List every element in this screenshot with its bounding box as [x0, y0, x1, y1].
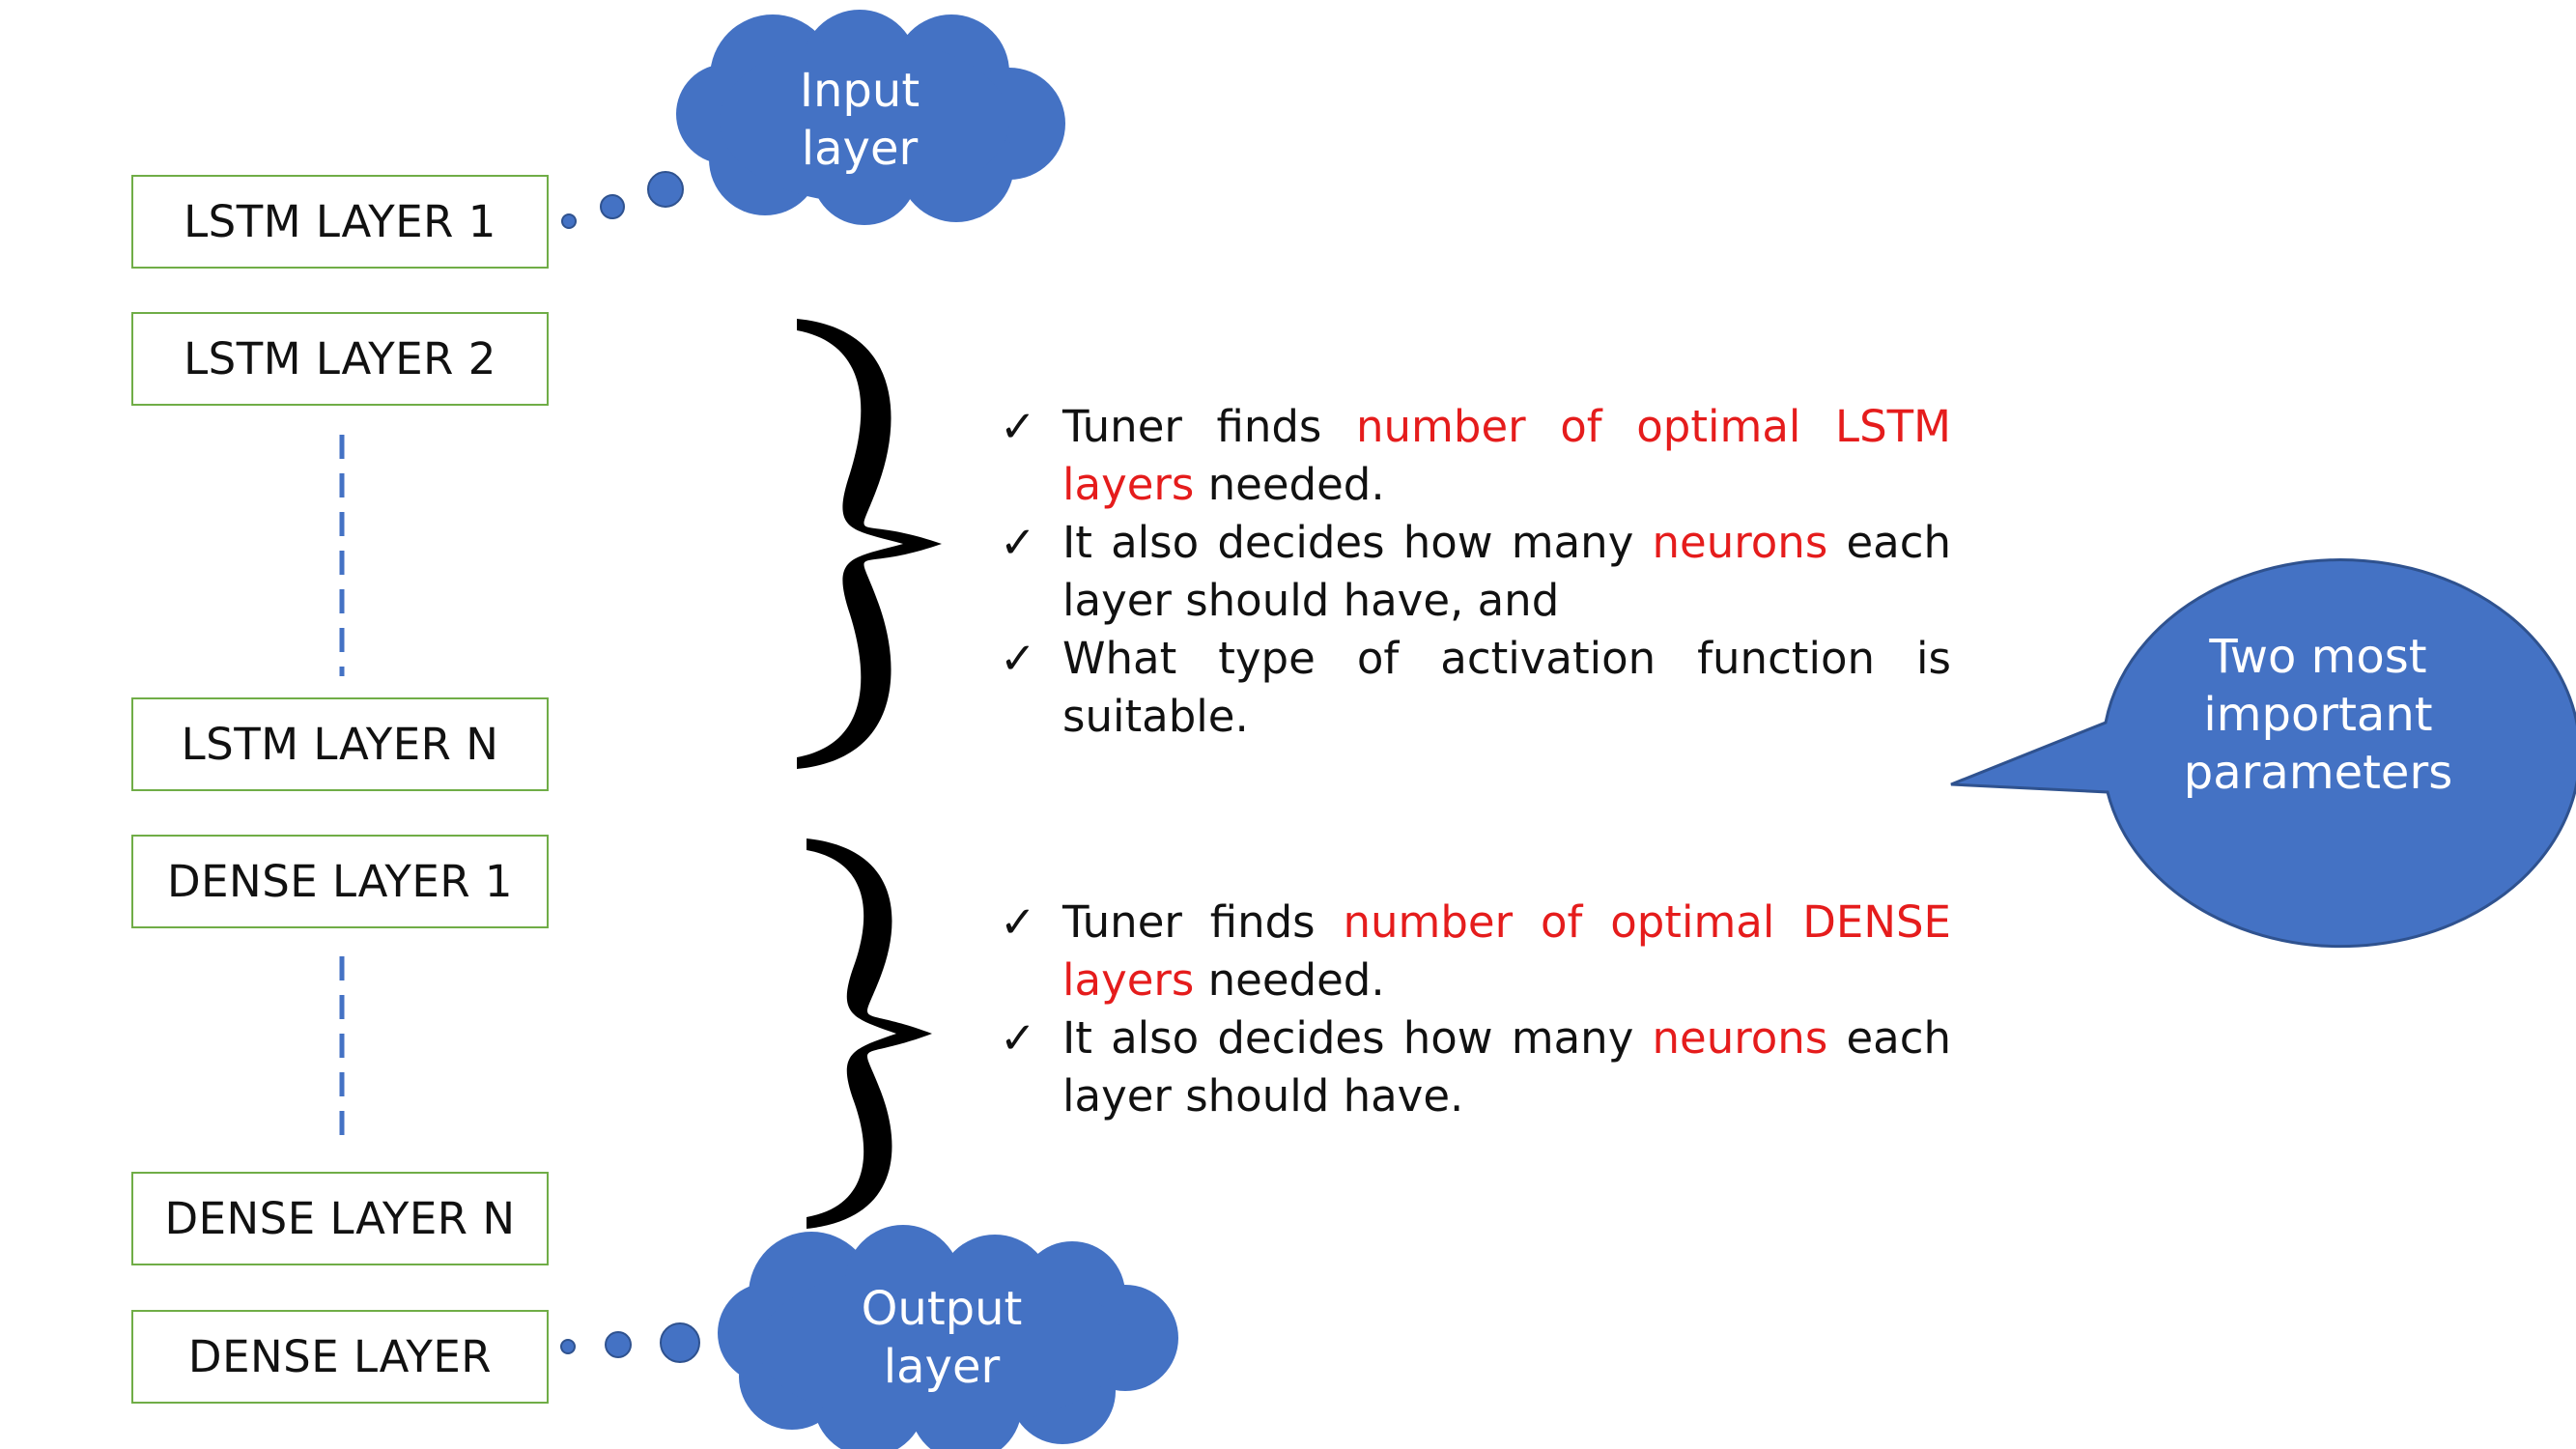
output-cloud-shape: [718, 1225, 1178, 1449]
bullet-text-pre: Tuner finds: [1062, 401, 1357, 452]
layer-box-dense-n: DENSE LAYER N: [131, 1172, 549, 1265]
input-cloud-line-1: Input: [799, 64, 920, 118]
check-icon: ✓: [1000, 896, 1036, 948]
layer-box-dense-1: DENSE LAYER 1: [131, 835, 549, 928]
bullet-text-pre: Tuner finds: [1062, 896, 1344, 948]
dense-bullet-1: ✓ Tuner finds number of optimal DENSE la…: [1000, 894, 1951, 1009]
lstm-bullet-3: ✓ What type of activation function is su…: [1000, 630, 1951, 746]
bullet-highlight: neurons: [1652, 1012, 1828, 1064]
callout-label: Two most important parameters: [2173, 628, 2463, 802]
bullet-text-post: needed.: [1194, 459, 1385, 510]
callout-line-1: Two most: [2209, 630, 2427, 684]
lstm-bullet-1: ✓ Tuner finds number of optimal LSTM lay…: [1000, 398, 1951, 514]
callout-line-3: parameters: [2183, 746, 2453, 800]
layer-box-lstm-1: LSTM LAYER 1: [131, 175, 549, 269]
input-thought-dots: [561, 171, 684, 229]
input-cloud-label: Input layer: [763, 62, 956, 178]
output-cloud-line-1: Output: [861, 1282, 1023, 1336]
callout-bubble-shape: [1950, 558, 2576, 949]
layer-box-lstm-2: LSTM LAYER 2: [131, 312, 549, 406]
bullet-text-post: each layer should have.: [1062, 1012, 1951, 1122]
dense-bullet-2: ✓ It also decides how many neurons each …: [1000, 1009, 1951, 1125]
input-cloud-shape: [676, 10, 1065, 225]
dense-brace: [807, 838, 932, 1229]
layer-box-dense-output: DENSE LAYER: [131, 1310, 549, 1404]
lstm-brace: [797, 319, 942, 769]
check-icon: ✓: [1000, 517, 1036, 568]
check-icon: ✓: [1000, 401, 1036, 452]
output-cloud-line-2: layer: [883, 1340, 1001, 1394]
layer-box-lstm-n: LSTM LAYER N: [131, 697, 549, 791]
bullet-text-pre: It also decides how many: [1062, 517, 1653, 568]
output-thought-dots: [560, 1322, 700, 1363]
bullet-highlight: neurons: [1652, 517, 1828, 568]
output-cloud-label: Output layer: [840, 1280, 1043, 1396]
callout-line-2: important: [2203, 688, 2433, 742]
bullet-highlight: number of optimal LSTM layers: [1062, 401, 1951, 510]
bullet-text: What type of activation function is suit…: [1062, 633, 1951, 742]
bullet-highlight: number of optimal DENSE layers: [1062, 896, 1951, 1006]
dense-bullet-list: ✓ Tuner finds number of optimal DENSE la…: [1000, 894, 1951, 1125]
bullet-text-post: needed.: [1194, 954, 1385, 1006]
bullet-text-post: each layer should have, and: [1062, 517, 1951, 626]
lstm-bullet-list: ✓ Tuner finds number of optimal LSTM lay…: [1000, 398, 1951, 746]
check-icon: ✓: [1000, 633, 1036, 684]
lstm-bullet-2: ✓ It also decides how many neurons each …: [1000, 514, 1951, 630]
input-cloud-line-2: layer: [801, 122, 919, 176]
bullet-text-pre: It also decides how many: [1062, 1012, 1653, 1064]
check-icon: ✓: [1000, 1012, 1036, 1064]
